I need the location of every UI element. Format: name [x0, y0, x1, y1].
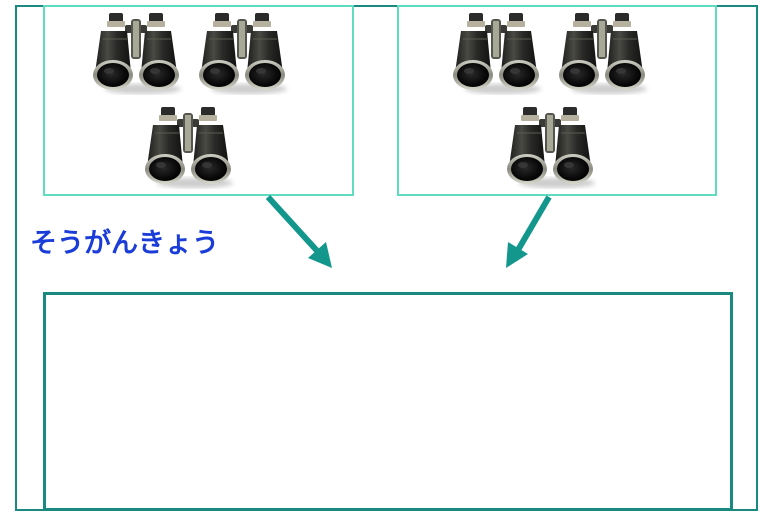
answer-box[interactable] [43, 292, 733, 511]
binoculars-icon [555, 11, 651, 95]
binoculars-icon [141, 105, 237, 189]
right-binoculars-group [397, 5, 717, 196]
left-binoculars-group [43, 5, 354, 196]
binoculars-icon [195, 11, 291, 95]
binoculars-icon [89, 11, 185, 95]
binoculars-icon [503, 105, 599, 189]
word-label: そうがんきょう [30, 228, 219, 259]
binoculars-icon [449, 11, 545, 95]
